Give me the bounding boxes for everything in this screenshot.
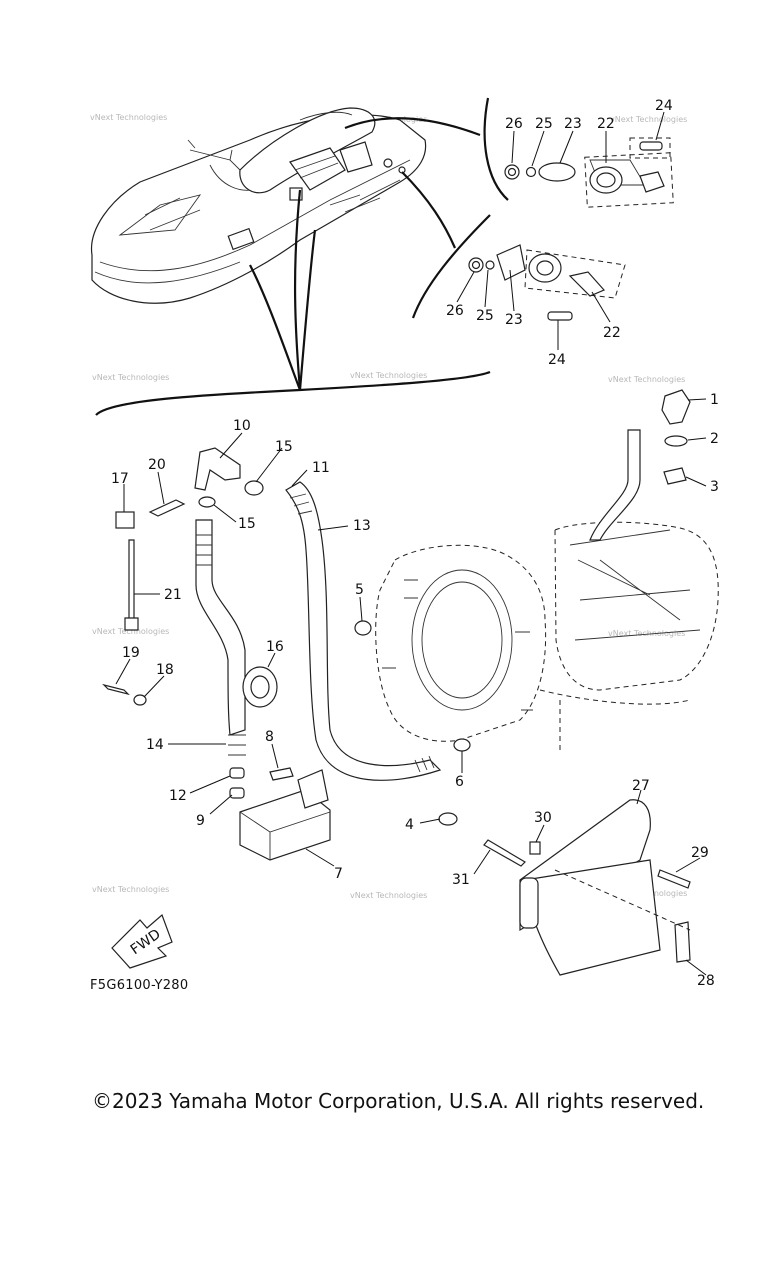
part-label-25b: 25: [476, 308, 494, 324]
fwd-arrow: FWD: [111, 913, 173, 969]
detail-view-b: [468, 244, 626, 321]
part-label-11: 11: [312, 460, 330, 476]
part-label-24b: 24: [548, 352, 566, 368]
hoses: [124, 481, 442, 781]
part-labels: 26 25 23 22 24 26 25 23 22 24 1 2 3 10 1…: [111, 98, 719, 989]
part-label-23a: 23: [564, 116, 582, 132]
part-label-12: 12: [169, 788, 187, 804]
part-label-26b: 26: [446, 303, 464, 319]
watermark: vNext Technologies: [92, 373, 169, 382]
watermark: vNext Technologies: [92, 627, 169, 636]
part-label-16: 16: [266, 639, 284, 655]
part-label-13: 13: [353, 518, 371, 534]
part-label-19: 19: [122, 645, 140, 661]
detail-view-a: [504, 137, 674, 208]
part-label-9: 9: [196, 813, 205, 829]
watermark: vNext Technologies: [608, 375, 685, 384]
diagram-code: F5G6100-Y280: [90, 978, 189, 993]
part-label-26a: 26: [505, 116, 523, 132]
part-label-28: 28: [697, 973, 715, 989]
part-label-22a: 22: [597, 116, 615, 132]
watermark: vNext Technologies: [350, 371, 427, 380]
watermark: vNext Technologies: [608, 629, 685, 638]
part-label-7: 7: [334, 866, 343, 882]
part-label-20: 20: [148, 457, 166, 473]
part-label-27: 27: [632, 778, 650, 794]
part-label-14: 14: [146, 737, 164, 753]
part-label-1: 1: [710, 392, 719, 408]
part-label-22b: 22: [603, 325, 621, 341]
jet-pump-housing: [375, 429, 719, 750]
part-label-15a: 15: [275, 439, 293, 455]
small-parts: [102, 389, 691, 976]
watercraft-illustration: [90, 107, 427, 304]
part-label-23b: 23: [505, 312, 523, 328]
leader-lines: [115, 111, 707, 976]
part-label-4: 4: [405, 817, 414, 833]
part-label-15b: 15: [238, 516, 256, 532]
part-label-21: 21: [164, 587, 182, 603]
watermark: vNext Technologies: [610, 115, 687, 124]
part-label-18: 18: [156, 662, 174, 678]
part-label-29: 29: [691, 845, 709, 861]
copyright-notice: ©2023 Yamaha Motor Corporation, U.S.A. A…: [92, 1089, 705, 1113]
part-label-25a: 25: [535, 116, 553, 132]
watermark: vNext Technologies: [92, 885, 169, 894]
watermark: vNext Technologies: [350, 891, 427, 900]
part-label-24a: 24: [655, 98, 673, 114]
part-label-5: 5: [355, 582, 364, 598]
watermark: vNext Technologies: [90, 113, 167, 122]
part-label-8: 8: [265, 729, 274, 745]
part-label-2: 2: [710, 431, 719, 447]
part-label-31: 31: [452, 872, 470, 888]
callout-lines: [95, 97, 509, 416]
part-label-6: 6: [455, 774, 464, 790]
part-label-30: 30: [534, 810, 552, 826]
part-label-3: 3: [710, 479, 719, 495]
part-label-10: 10: [233, 418, 251, 434]
part-label-17: 17: [111, 471, 129, 487]
